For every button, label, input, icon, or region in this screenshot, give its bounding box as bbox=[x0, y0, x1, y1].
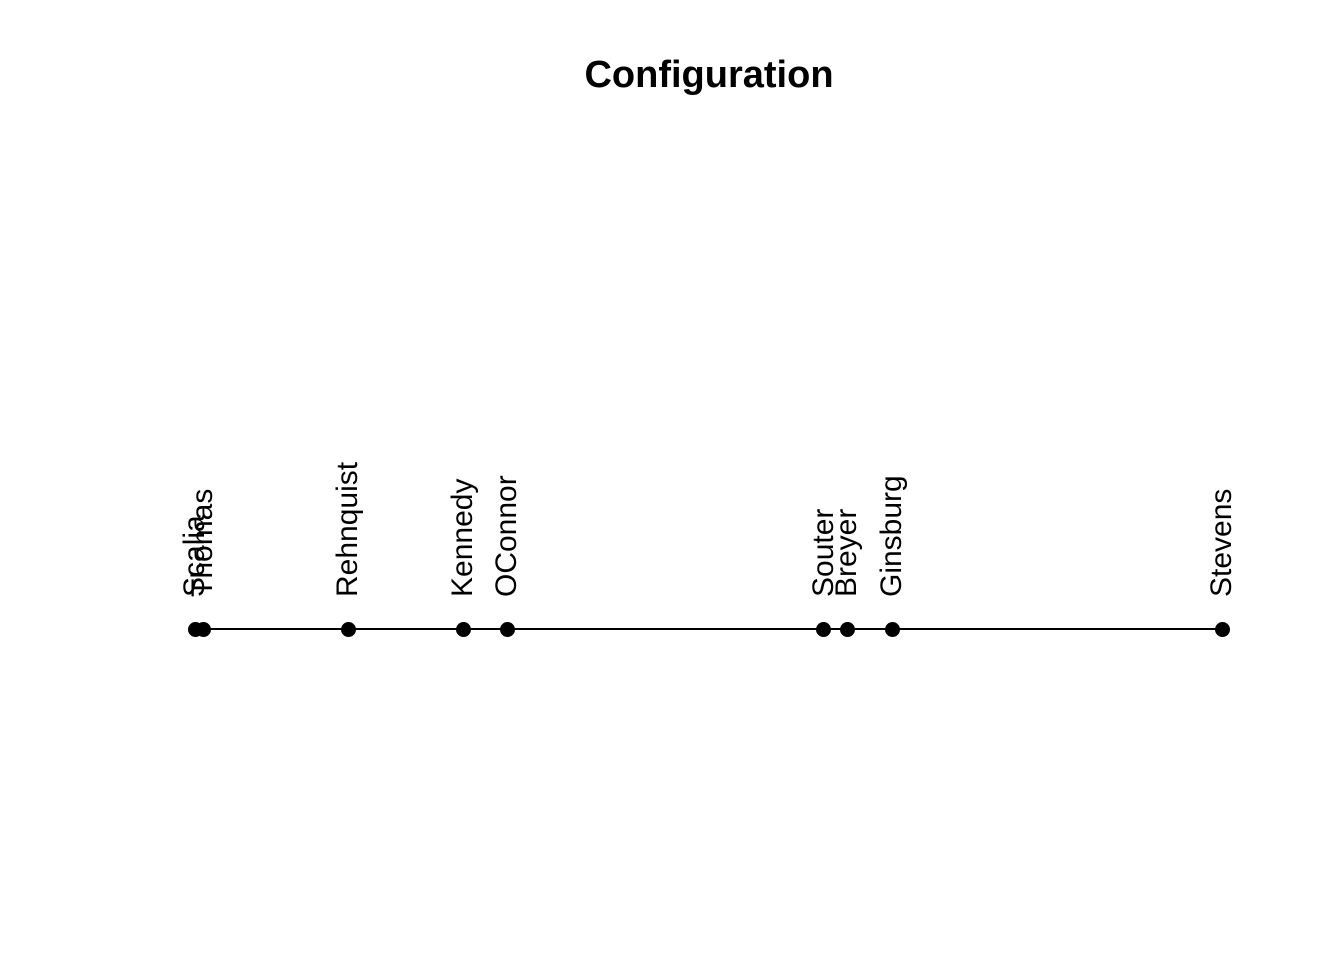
point-label-stevens: Stevens bbox=[1205, 488, 1238, 597]
plot-title: Configuration bbox=[584, 54, 834, 96]
point-label-ginsburg: Ginsburg bbox=[875, 475, 909, 597]
data-point-ginsburg bbox=[884, 621, 900, 637]
data-point-breyer bbox=[839, 621, 855, 637]
point-label-oconnor: OConnor bbox=[490, 475, 524, 597]
data-point-souter bbox=[816, 621, 832, 637]
data-point-oconnor bbox=[499, 621, 515, 637]
point-label-rehnquist: Rehnquist bbox=[331, 461, 365, 597]
data-point-stevens bbox=[1214, 621, 1230, 637]
data-point-kennedy bbox=[455, 621, 471, 637]
point-label-breyer: Breyer bbox=[830, 508, 864, 597]
point-label-kennedy: Kennedy bbox=[446, 478, 480, 597]
point-label-thomas: Thomas bbox=[186, 488, 220, 597]
data-point-thomas bbox=[195, 621, 211, 637]
configuration-line bbox=[195, 628, 1222, 630]
data-point-rehnquist bbox=[340, 621, 356, 637]
